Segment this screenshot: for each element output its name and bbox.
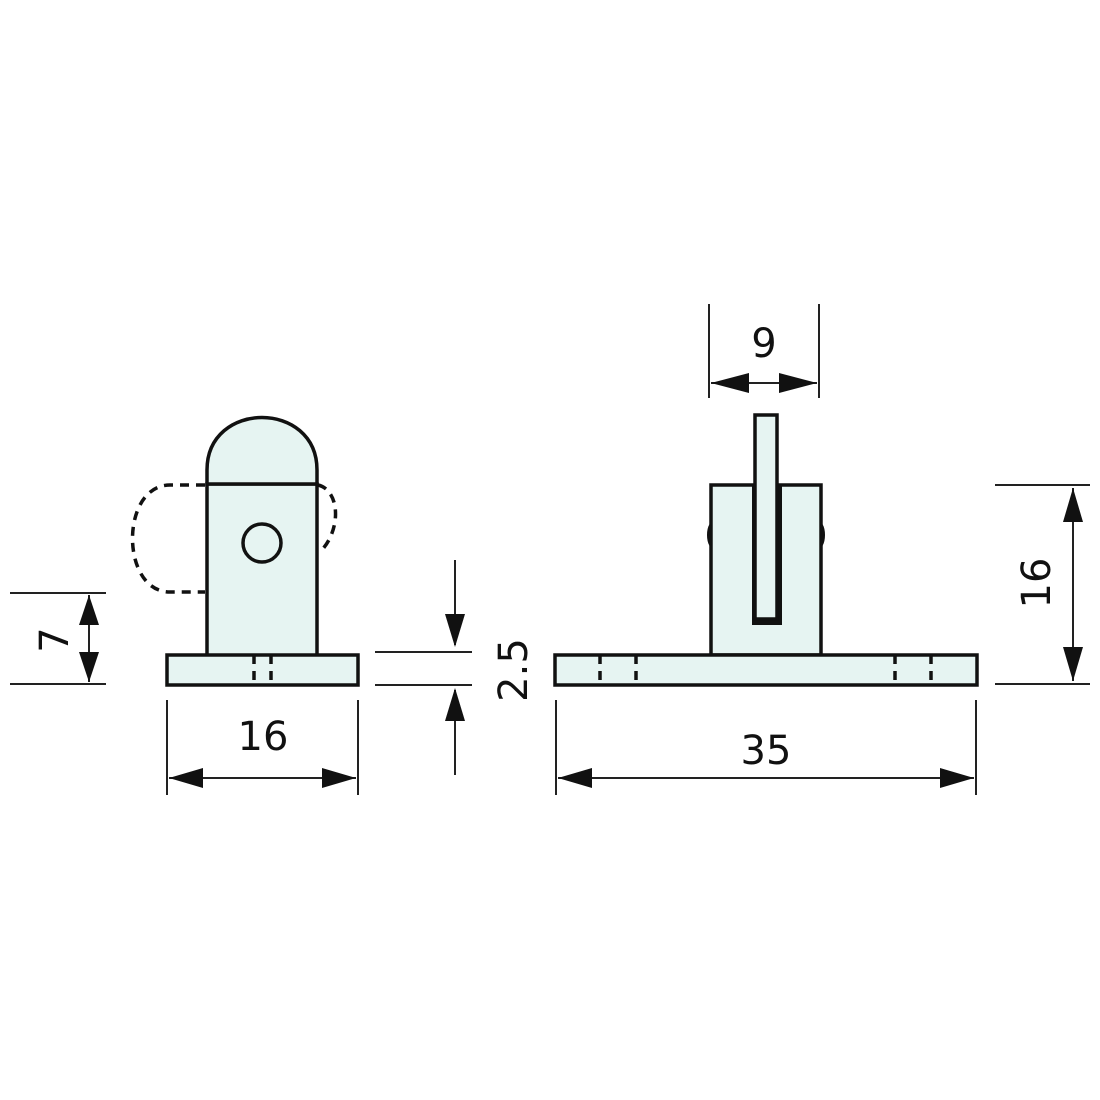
dimension-base-thickness: 2.5 [375, 560, 537, 775]
dim-label-35: 35 [741, 728, 792, 774]
dimension-side-base-width: 16 [166, 700, 359, 795]
side-base-plate [165, 653, 360, 687]
dim-label-16-height: 16 [1014, 558, 1060, 609]
swing-path-right [317, 483, 338, 554]
front-body-nub-right [819, 524, 825, 546]
dim-label-2-5: 2.5 [491, 638, 537, 702]
front-body-nub-left [707, 524, 713, 546]
dim-label-16-width: 16 [238, 714, 289, 760]
dimension-front-body-height: 16 [995, 484, 1090, 685]
side-upright [205, 482, 319, 658]
side-dome-cap [205, 415, 319, 486]
front-base-plate [553, 653, 979, 687]
front-fin [753, 413, 779, 621]
swing-path-left [130, 483, 205, 594]
dim-label-9: 9 [751, 321, 776, 367]
front-view [553, 413, 979, 687]
pivot-hole [241, 522, 283, 564]
dimension-side-pivot-height: 7 [10, 592, 106, 685]
side-view [130, 415, 360, 687]
dim-label-7: 7 [32, 627, 78, 652]
dimension-front-slot-width: 9 [708, 304, 820, 398]
dimension-front-base-length: 35 [555, 700, 977, 795]
